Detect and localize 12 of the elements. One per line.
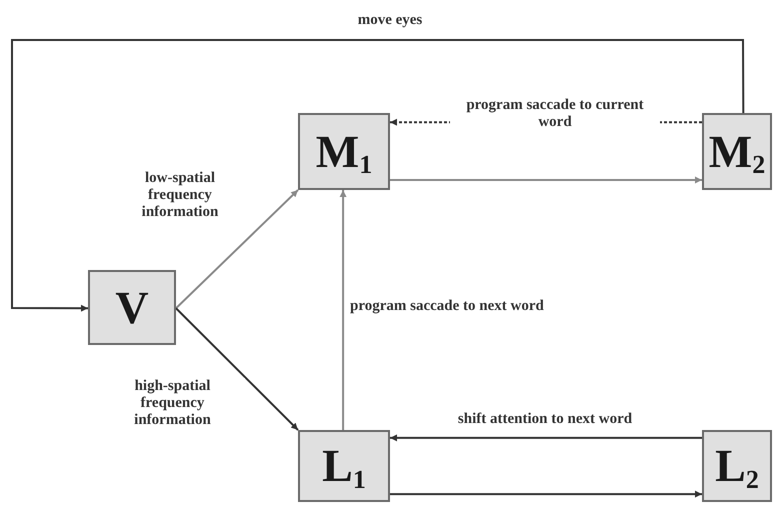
process-box: M$_{1}$ [298,113,390,190]
arrow [390,434,702,442]
process-box: L$_{2}$ [702,430,772,502]
arrow [390,176,702,184]
arrow [11,39,744,312]
arrow [175,308,299,431]
process-box: L$_{1}$ [298,430,390,502]
arrow [340,190,347,430]
arrow [390,490,702,498]
process-box: M$_{2}$ [702,113,772,190]
process-box: V [88,270,176,345]
arrow [175,189,299,309]
